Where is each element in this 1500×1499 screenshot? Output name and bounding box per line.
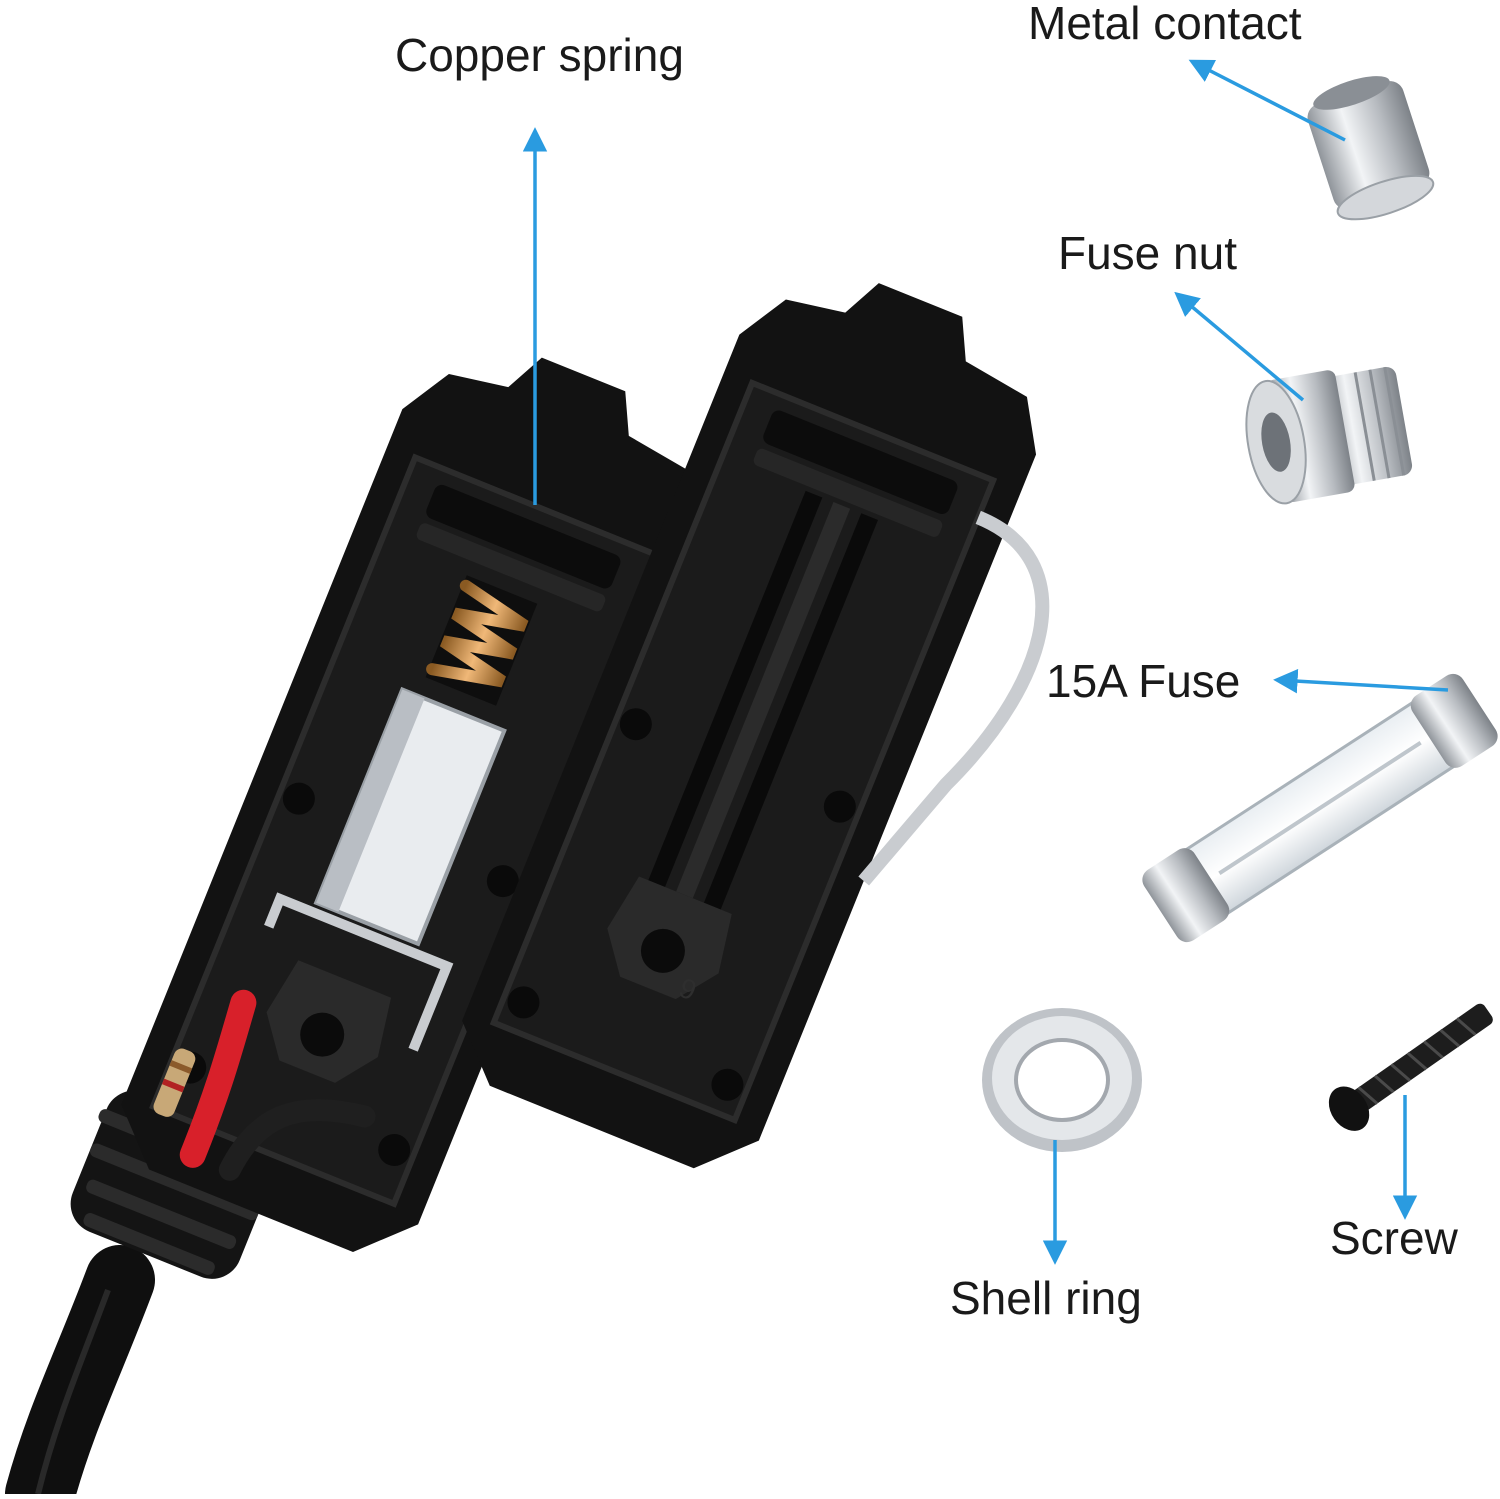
arrow-fuse-nut [1174, 291, 1305, 402]
fuse-nut-part [1245, 366, 1413, 505]
label-shell-ring: Shell ring [950, 1272, 1142, 1324]
power-cable [5, 1245, 155, 1499]
label-copper-spring: Copper spring [395, 29, 684, 81]
plug-housing-right [462, 283, 1050, 1169]
copper-spring [425, 575, 538, 706]
label-metal-contact: Metal contact [1028, 0, 1302, 49]
fuse-part [1142, 673, 1498, 943]
label-fuse-nut: Fuse nut [1058, 227, 1237, 279]
label-screw: Screw [1330, 1212, 1458, 1264]
arrow-metal-contact [1188, 59, 1346, 142]
arrow-fuse [1273, 668, 1449, 694]
metal-contact-part [1307, 76, 1435, 221]
screw-part [1328, 1003, 1493, 1131]
shell-ring-part [982, 1008, 1142, 1152]
wire-bundle [153, 989, 376, 1181]
annotation-arrows [522, 59, 1449, 1265]
label-fuse: 15A Fuse [1046, 655, 1241, 707]
